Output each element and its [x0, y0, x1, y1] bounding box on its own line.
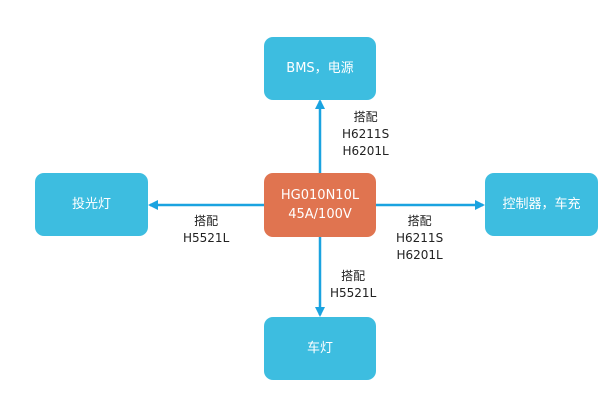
- edge-label-right: 搭配 H6211S H6201L: [396, 213, 443, 264]
- node-controller-charger-label: 控制器，车充: [502, 196, 581, 212]
- edge-top-part-1: H6211S: [342, 127, 390, 141]
- edge-label-left: 搭配 H5521L: [183, 213, 229, 247]
- node-bms-power-label: BMS，电源: [286, 60, 354, 76]
- node-bms-power: BMS，电源: [264, 37, 376, 100]
- node-car-light: 车灯: [264, 317, 376, 380]
- edge-left-title: 搭配: [194, 214, 219, 228]
- edge-right-title: 搭配: [407, 214, 432, 228]
- center-rating: 45A/100V: [288, 207, 352, 222]
- node-controller-charger: 控制器，车充: [485, 173, 598, 236]
- node-car-light-label: 车灯: [306, 340, 333, 356]
- edge-label-top: 搭配 H6211S H6201L: [342, 109, 389, 160]
- center-part-number: HG010N10L: [280, 188, 360, 203]
- edge-right-part-1: H6211S: [396, 231, 444, 245]
- node-floodlight-label: 投光灯: [71, 196, 111, 212]
- edge-top-title: 搭配: [353, 110, 378, 124]
- edge-right-part-2: H6201L: [396, 248, 443, 262]
- edge-left-part-1: H5521L: [183, 231, 230, 245]
- edge-bottom-title: 搭配: [341, 269, 366, 283]
- node-floodlight: 投光灯: [35, 173, 148, 236]
- edge-bottom-part-1: H5521L: [330, 286, 377, 300]
- edge-top-part-2: H6201L: [342, 144, 389, 158]
- node-mosfet-center: HG010N10L 45A/100V: [264, 173, 376, 237]
- edge-label-bottom: 搭配 H5521L: [330, 268, 376, 302]
